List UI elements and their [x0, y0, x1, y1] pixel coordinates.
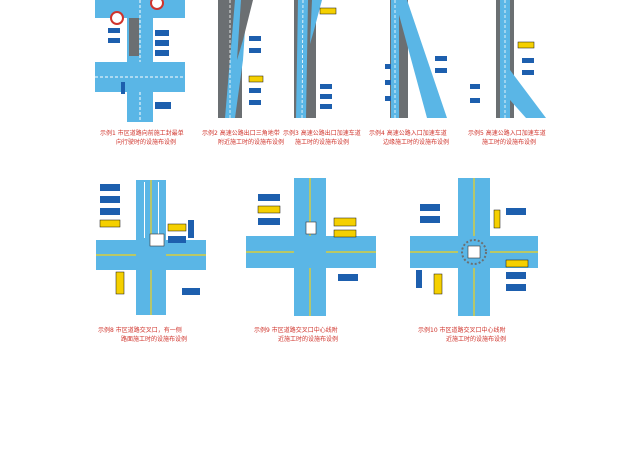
- road-diagram-example-10: [410, 178, 538, 316]
- road-diagram-example-4: [385, 0, 447, 118]
- caption-line: 示例10 市区道路交叉口中心线附: [418, 327, 506, 334]
- caption-line: 近施工时的设施布设例: [278, 336, 339, 343]
- caption-line: 边缘施工时的设施布设例: [383, 139, 450, 146]
- caption-line: 施工时的设施布设例: [295, 139, 350, 146]
- road-diagram-example-9: [246, 178, 376, 316]
- caption-example-2: 示例2 高速公路出口三角地带 附近施工时的设施布设例: [202, 129, 284, 147]
- caption-example-1: 示例1 市区道路向前施工封最单 向行驶时的设施布设例: [100, 129, 184, 147]
- road-diagram-example-8: [96, 180, 206, 315]
- caption-line: 施工时的设施布设例: [482, 139, 537, 146]
- caption-line: 示例9 市区道路交叉口中心线附: [254, 327, 338, 334]
- figure-example-8: [96, 180, 206, 315]
- caption-line: 示例3 高速公路出口加速车道: [283, 130, 361, 137]
- caption-line: 附近施工时的设施布设例: [218, 139, 285, 146]
- caption-example-3: 示例3 高速公路出口加速车道 施工时的设施布设例: [283, 129, 361, 147]
- figure-example-4: [385, 0, 457, 118]
- caption-line: 示例4 高速公路入口加速车道: [369, 130, 447, 137]
- road-diagram-example-3: [294, 0, 337, 118]
- caption-line: 示例1 市区道路向前施工封最单: [100, 130, 184, 137]
- figure-example-10: [410, 178, 538, 316]
- figure-example-2: [213, 0, 273, 118]
- caption-line: 路面施工时的设施布设例: [120, 336, 187, 343]
- caption-line: 示例2 高速公路出口三角地带: [202, 130, 280, 137]
- caption-example-10: 示例10 市区道路交叉口中心线附 近施工时的设施布设例: [418, 326, 506, 344]
- caption-example-8: 示例8 市区道路交叉口，有一侧 路面施工时的设施布设例: [98, 326, 210, 344]
- road-diagram-example-1: [95, 0, 185, 122]
- figure-example-1: [95, 0, 185, 122]
- caption-example-9: 示例9 市区道路交叉口中心线附 近施工时的设施布设例: [254, 326, 338, 344]
- figure-example-9: [246, 178, 376, 316]
- caption-line: 示例8 市区道路交叉口，有一侧: [98, 327, 182, 334]
- road-diagram-example-5: [470, 0, 546, 118]
- road-diagram-example-2: [218, 0, 264, 118]
- figure-example-5: [470, 0, 550, 118]
- caption-line: 近施工时的设施布设例: [446, 336, 507, 343]
- caption-line: 向行驶时的设施布设例: [116, 139, 177, 146]
- figure-example-3: [288, 0, 348, 118]
- caption-example-5: 示例5 高速公路入口加速车道 施工时的设施布设例: [468, 129, 546, 147]
- caption-line: 示例5 高速公路入口加速车道: [468, 130, 546, 137]
- caption-example-4: 示例4 高速公路入口加速车道 边缘施工时的设施布设例: [369, 129, 449, 147]
